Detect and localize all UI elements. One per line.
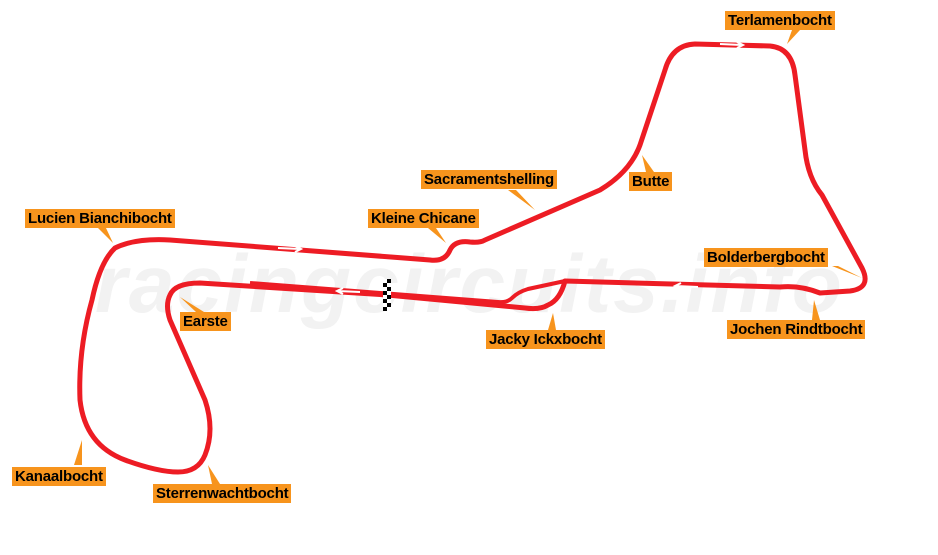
corner-label-butte: Butte [629,172,673,191]
corner-label-jacky-ickxbocht: Jacky Ickxbocht [486,330,605,349]
direction-arrow [719,41,746,49]
direction-arrow [334,287,361,295]
corner-label-bolderbergbocht: Bolderbergbocht [704,248,828,267]
corner-label-lucien-bianchibocht: Lucien Bianchibocht [25,209,175,228]
direction-arrow [277,245,304,253]
corner-label-jochen-rindtbocht: Jochen Rindtbocht [727,320,866,339]
corner-label-terlamenbocht: Terlamenbocht [725,11,835,30]
track [77,41,868,475]
corner-label-earste: Earste [180,312,231,331]
corner-label-sacramentshelling: Sacramentshelling [421,170,557,189]
label-pointers [74,30,862,484]
direction-arrow [672,282,699,290]
corner-label-kleine-chicane: Kleine Chicane [368,209,479,228]
corner-label-kanaalbocht: Kanaalbocht [12,467,106,486]
pit-lane [249,279,566,305]
start-finish-flag-icon [383,279,391,311]
corner-label-sterrenwachtbocht: Sterrenwachtbocht [153,484,292,503]
